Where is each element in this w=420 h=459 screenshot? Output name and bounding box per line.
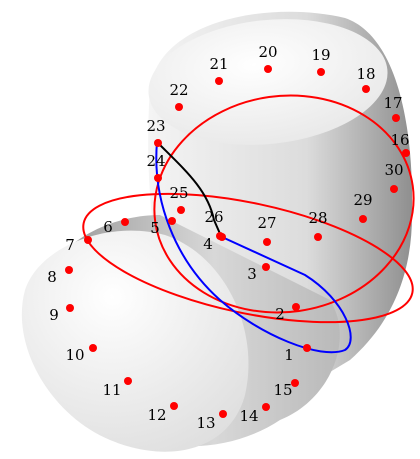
- point-label-20: 20: [258, 43, 277, 61]
- point-label-18: 18: [356, 65, 375, 83]
- point-21: [215, 77, 223, 85]
- point-label-23: 23: [146, 117, 165, 135]
- point-label-28: 28: [308, 209, 327, 227]
- point-10: [89, 344, 97, 352]
- point-22: [175, 103, 183, 111]
- point-label-26: 26: [204, 208, 223, 226]
- point-label-11: 11: [102, 381, 121, 399]
- point-label-22: 22: [169, 81, 188, 99]
- point-29: [359, 215, 367, 223]
- point-30: [390, 185, 398, 193]
- point-label-13: 13: [196, 414, 215, 432]
- point-label-24: 24: [146, 152, 165, 170]
- point-label-10: 10: [65, 346, 84, 364]
- point-12: [170, 402, 178, 410]
- bottom-end-face: [21, 230, 249, 452]
- point-label-25: 25: [169, 184, 188, 202]
- point-5: [168, 217, 176, 225]
- point-23: [154, 139, 162, 147]
- point-2: [292, 303, 300, 311]
- point-9: [66, 304, 74, 312]
- point-1: [303, 344, 311, 352]
- point-6: [121, 218, 129, 226]
- point-28: [314, 233, 322, 241]
- point-label-30: 30: [384, 161, 403, 179]
- point-label-6: 6: [103, 218, 113, 236]
- point-label-7: 7: [65, 236, 75, 254]
- point-3: [262, 263, 270, 271]
- point-label-8: 8: [47, 268, 57, 286]
- point-label-27: 27: [257, 214, 276, 232]
- point-27: [263, 238, 271, 246]
- point-25: [177, 206, 185, 214]
- point-label-5: 5: [150, 219, 160, 237]
- point-15: [291, 379, 299, 387]
- point-20: [264, 65, 272, 73]
- point-26: [216, 232, 224, 240]
- point-label-16: 16: [390, 131, 409, 149]
- point-7: [84, 236, 92, 244]
- point-label-19: 19: [311, 46, 330, 64]
- point-label-17: 17: [383, 94, 402, 112]
- red-upper-ellipse: [153, 94, 415, 314]
- black-curve: [157, 142, 222, 237]
- point-label-21: 21: [209, 55, 228, 73]
- point-24: [154, 174, 162, 182]
- point-11: [124, 377, 132, 385]
- point-17: [392, 114, 400, 122]
- blue-curve: [155, 141, 352, 354]
- point-16: [402, 149, 410, 157]
- point-label-9: 9: [49, 306, 59, 324]
- point-label-12: 12: [147, 406, 166, 424]
- point-18: [362, 85, 370, 93]
- point-label-14: 14: [239, 407, 258, 425]
- top-end-face: [148, 19, 388, 145]
- point-label-1: 1: [284, 346, 294, 364]
- point-label-2: 2: [275, 305, 285, 323]
- point-label-29: 29: [353, 191, 372, 209]
- point-8: [65, 266, 73, 274]
- point-19: [317, 68, 325, 76]
- point-label-4: 4: [203, 235, 213, 253]
- point-14: [262, 403, 270, 411]
- point-13: [219, 410, 227, 418]
- point-label-15: 15: [273, 381, 292, 399]
- red-lower-ellipse: [82, 192, 414, 324]
- point-label-3: 3: [247, 265, 257, 283]
